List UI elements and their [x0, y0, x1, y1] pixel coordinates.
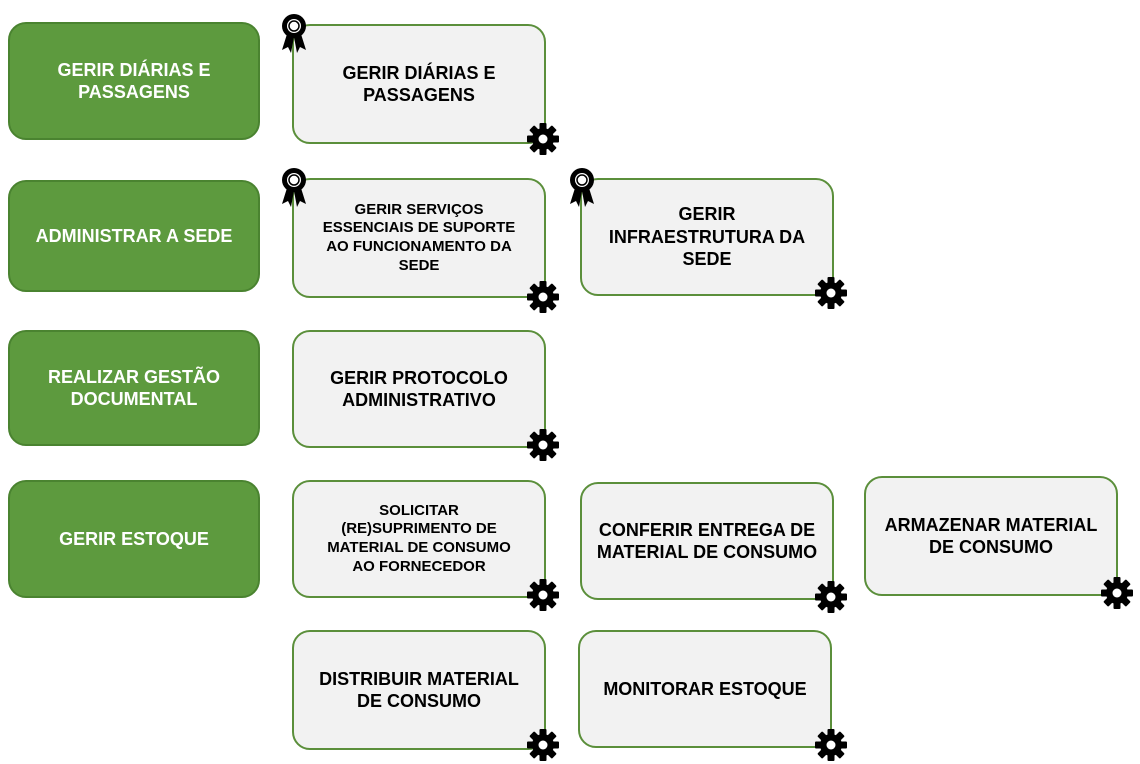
process-monitorar-estoque[interactable]: MONITORAR ESTOQUE	[578, 630, 832, 748]
process-label: MONITORAR ESTOQUE	[603, 678, 807, 699]
group-gerir-diarias-passagens: GERIR DIÁRIAS E PASSAGENS	[8, 22, 260, 140]
group-label: GERIR DIÁRIAS E PASSAGENS	[57, 59, 211, 103]
process-label: GERIR INFRAESTRUTURA DA SEDE	[608, 204, 806, 270]
gear-icon	[814, 580, 848, 614]
group-label: ADMINISTRAR A SEDE	[35, 225, 233, 246]
award-ribbon-icon	[278, 166, 310, 208]
gear-icon	[1100, 576, 1134, 610]
gear-icon	[526, 280, 560, 314]
group-label: GERIR ESTOQUE	[59, 528, 209, 549]
gear-icon	[814, 276, 848, 310]
group-gerir-estoque: GERIR ESTOQUE	[8, 480, 260, 598]
process-label: GERIR SERVIÇOS ESSENCIAIS DE SUPORTE AO …	[322, 200, 516, 274]
process-gerir-protocolo-administrativo[interactable]: GERIR PROTOCOLO ADMINISTRATIVO	[292, 330, 546, 448]
process-label: GERIR DIÁRIAS E PASSAGENS	[342, 62, 496, 106]
gear-icon	[526, 728, 560, 762]
process-armazenar-material[interactable]: ARMAZENAR MATERIAL DE CONSUMO	[864, 476, 1118, 596]
group-label: REALIZAR GESTÃO DOCUMENTAL	[47, 366, 220, 410]
gear-icon	[526, 578, 560, 612]
group-realizar-gestao-documental: REALIZAR GESTÃO DOCUMENTAL	[8, 330, 260, 446]
process-gerir-infraestrutura-sede[interactable]: GERIR INFRAESTRUTURA DA SEDE	[580, 178, 834, 296]
process-distribuir-material[interactable]: DISTRIBUIR MATERIAL DE CONSUMO	[292, 630, 546, 750]
process-gerir-servicos-essenciais[interactable]: GERIR SERVIÇOS ESSENCIAIS DE SUPORTE AO …	[292, 178, 546, 298]
gear-icon	[814, 728, 848, 762]
award-ribbon-icon	[566, 166, 598, 208]
process-solicitar-resuprimento[interactable]: SOLICITAR (RE)SUPRIMENTO DE MATERIAL DE …	[292, 480, 546, 598]
process-gerir-diarias-passagens[interactable]: GERIR DIÁRIAS E PASSAGENS	[292, 24, 546, 144]
process-label: DISTRIBUIR MATERIAL DE CONSUMO	[319, 668, 519, 712]
gear-icon	[526, 428, 560, 462]
award-ribbon-icon	[278, 12, 310, 54]
process-label: CONFERIR ENTREGA DE MATERIAL DE CONSUMO	[596, 519, 818, 563]
group-administrar-sede: ADMINISTRAR A SEDE	[8, 180, 260, 292]
process-label: ARMAZENAR MATERIAL DE CONSUMO	[884, 514, 1098, 558]
gear-icon	[526, 122, 560, 156]
process-label: SOLICITAR (RE)SUPRIMENTO DE MATERIAL DE …	[327, 501, 511, 575]
process-label: GERIR PROTOCOLO ADMINISTRATIVO	[330, 367, 508, 411]
process-conferir-entrega[interactable]: CONFERIR ENTREGA DE MATERIAL DE CONSUMO	[580, 482, 834, 600]
